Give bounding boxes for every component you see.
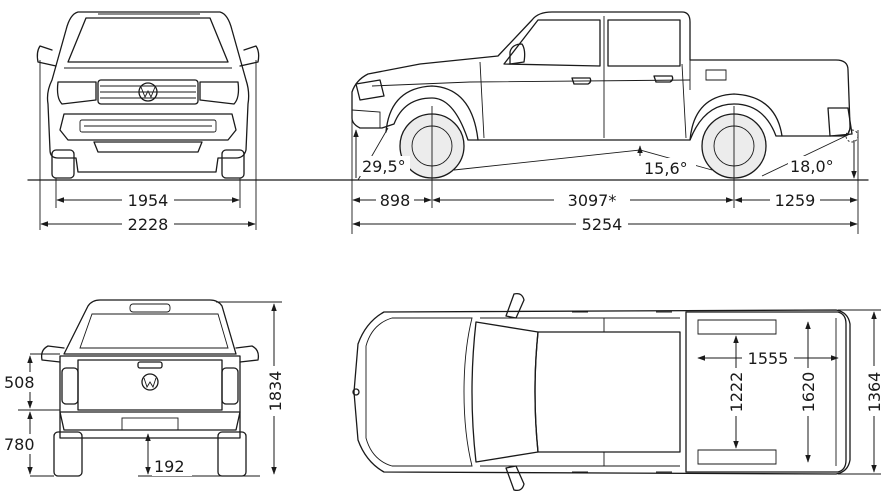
label-bed-length: 1555 <box>748 349 789 368</box>
top-windshield <box>471 321 539 463</box>
dim-bed-width-between-arches: 1222 <box>726 335 746 449</box>
side-rear-arch <box>689 93 783 141</box>
side-front-arch <box>385 85 479 141</box>
rear-view <box>18 299 282 477</box>
top-bed <box>685 311 847 473</box>
dim-rear-height-upper: 508 <box>2 355 46 409</box>
label-overall-height: 1834 <box>266 371 285 412</box>
dim-front-track: 1954 <box>56 190 240 210</box>
label-bed-width-max: 1620 <box>799 372 818 413</box>
rear-cab-outline <box>63 299 237 355</box>
dim-overall-length: 5254 <box>352 214 858 234</box>
rear-mirror-right <box>235 345 260 363</box>
dim-overall-height: 1834 <box>264 303 285 475</box>
label-bed-width-outer: 1364 <box>865 372 881 413</box>
front-mirror-left <box>36 45 57 67</box>
side-window-rear <box>607 19 681 67</box>
top-wheel-arch-upper <box>697 319 777 335</box>
top-mirror-lower <box>505 465 525 492</box>
dim-bed-width-outer: 1364 <box>864 311 881 473</box>
top-mirror-upper <box>505 292 525 319</box>
vw-logo-icon <box>138 82 158 102</box>
label-overall-length: 5254 <box>582 215 623 234</box>
label-front-track: 1954 <box>128 191 169 210</box>
rear-mirror-left <box>40 345 65 363</box>
side-door-handle-rear <box>653 75 674 83</box>
side-door-handle-front <box>571 77 592 85</box>
label-rear-height-upper: 508 <box>4 373 35 392</box>
front-windshield <box>67 17 229 63</box>
label-ramp-angle: 15,6° <box>644 159 688 178</box>
label-rear-height-lower: 780 <box>4 435 35 454</box>
side-view <box>351 11 859 234</box>
front-bumper <box>59 113 237 141</box>
front-tire-left <box>51 149 75 179</box>
top-view <box>352 292 881 492</box>
departure-angle-line <box>761 133 851 177</box>
rear-tire-left <box>53 431 83 477</box>
front-view <box>36 11 260 230</box>
side-mirror <box>509 43 526 65</box>
dim-overall-width: 2228 <box>40 214 256 234</box>
front-grille <box>97 79 199 105</box>
rear-body-outline <box>59 355 241 439</box>
dim-bed-width-max: 1620 <box>798 321 818 463</box>
rear-taillight-left <box>61 367 79 405</box>
label-approach-angle: 29,5° <box>362 157 406 176</box>
front-mirror-right <box>239 45 260 67</box>
front-headlight-left <box>56 81 97 105</box>
label-rear-overhang: 1259 <box>775 191 816 210</box>
top-wheel-arch-lower <box>697 449 777 465</box>
side-window-front <box>503 19 601 67</box>
side-body-outline <box>351 11 851 141</box>
rear-taillight-right <box>221 367 239 405</box>
front-headlight-right <box>199 81 240 105</box>
top-body-outline <box>353 309 851 475</box>
dim-rear-overhang: 1259 <box>734 190 858 210</box>
dim-bed-length: 1555 <box>697 348 839 368</box>
front-body-outline <box>46 11 250 173</box>
rear-bumper <box>59 411 241 431</box>
label-departure-angle: 18,0° <box>790 157 834 176</box>
label-overall-width: 2228 <box>128 215 169 234</box>
vw-logo-icon-rear <box>141 373 159 391</box>
dim-wheelbase: 3097* <box>432 190 734 210</box>
dim-rear-height-lower: 780 <box>2 411 46 475</box>
rear-tailgate-handle <box>137 361 163 369</box>
dim-front-overhang: 898 <box>352 190 432 210</box>
label-wheelbase: 3097* <box>568 191 617 210</box>
label-bed-width-between-arches: 1222 <box>727 372 746 413</box>
label-front-overhang: 898 <box>380 191 411 210</box>
label-ground-clearance: 192 <box>154 457 185 476</box>
top-roof <box>534 331 681 453</box>
dim-ground-clearance: 192 <box>145 433 192 476</box>
front-tire-right <box>221 149 245 179</box>
